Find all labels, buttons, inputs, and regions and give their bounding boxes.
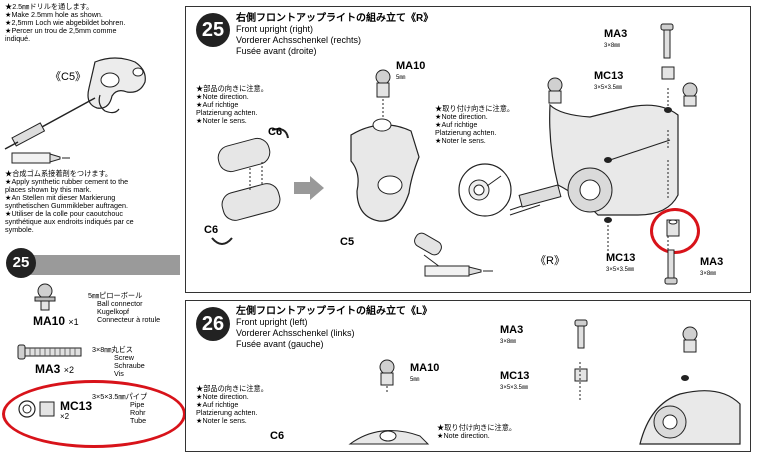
step-25-direction-note: ★部品の向きに注意。 ★Note direction. ★Auf richtig… <box>196 84 268 125</box>
step-26-direction-note: ★部品の向きに注意。 ★Note direction. ★Auf richtig… <box>196 384 268 425</box>
step-25-mount-note: ★取り付け向きに注意。 ★Note direction. ★Auf richti… <box>435 104 515 145</box>
step-26-mc13-pipe-icon <box>574 368 588 382</box>
step-25-c6-bottom-label: C6 <box>204 224 219 236</box>
drill-c5-illustration <box>4 57 146 150</box>
step-25-right-upright-assembly <box>509 77 698 260</box>
step-25-bottom-screw-icon <box>664 249 678 285</box>
step-25-c6-top-label: C6 <box>268 126 283 138</box>
step-26-left-upright-assembly <box>579 326 741 445</box>
step-26-title: 左側フロントアップライトの組み立て《L》 Front upright (left… <box>236 306 433 349</box>
step-25-orientation-detail <box>458 163 512 217</box>
drill-note: ★2.5㎜ドリルを通します。 ★Make 2.5mm hole as shown… <box>5 2 126 43</box>
ball-connector-icon <box>34 283 56 311</box>
step-26-ma3-screw-icon <box>574 319 588 349</box>
step-26-c6-label: C6 <box>270 430 285 442</box>
step-25-cement-tube-icon <box>424 265 493 277</box>
step-25-mc13-top-label: MC13 3×5×3.5㎜ <box>594 70 624 91</box>
cement-tube-icon <box>11 152 70 164</box>
step-25-top-screw-icon <box>660 23 674 59</box>
step-25-ma3-bottom-label: MA3 3×8㎜ <box>700 256 724 277</box>
ma10-part-code: MA10 ×1 <box>33 314 79 328</box>
step-25-c6-clip-assembly <box>211 128 289 245</box>
step-26-mc13-label: MC13 3×5×3.5㎜ <box>500 370 530 391</box>
step-26-ma10-ball-icon <box>379 359 395 394</box>
step-25-top-pipe-icon <box>661 66 675 80</box>
step-25-title: 右側フロントアップライトの組み立て《R》 Front upright (righ… <box>236 13 434 56</box>
step-25-side-label: 《R》 <box>535 255 565 267</box>
step-25-ma3-top-label: MA3 3×8㎜ <box>604 28 628 49</box>
screw-icon <box>17 344 82 360</box>
step-26-ma10-label: MA10 5㎜ <box>410 362 440 383</box>
step-26-upright-partial <box>348 430 430 445</box>
parts-bag-bar <box>14 255 180 275</box>
cement-note: ★合成ゴム系接着剤をつけます。 ★Apply synthetic rubber … <box>5 169 134 234</box>
step-25-pipe-highlight-ring <box>650 208 700 254</box>
ma10-part-desc: 5㎜ピローボール Ball connector Kugelkopf Connec… <box>88 291 161 324</box>
step-25-ma10-label: MA10 5㎜ <box>396 60 426 81</box>
step-26-number: 26 <box>196 307 230 341</box>
step-26-ma3-label: MA3 3×8㎜ <box>500 324 524 345</box>
step-26-mount-note: ★取り付け向きに注意。 ★Note direction. <box>437 423 517 440</box>
c5-part-label: 《C5》 <box>50 71 87 83</box>
step-25-c5-upright <box>350 69 442 268</box>
step-25-number: 25 <box>196 13 230 47</box>
parts-bag-step-number: 25 <box>6 248 36 278</box>
step-25-c5-label: C5 <box>340 236 355 248</box>
ma3-part-desc: 3×8㎜丸ビス Screw Schraube Vis <box>92 345 145 378</box>
step-25-assembly-arrow <box>294 176 324 200</box>
step-25-mc13-bottom-label: MC13 3×5×3.5㎜ <box>606 252 636 273</box>
mc13-highlight-ring <box>2 380 186 448</box>
ma3-part-code: MA3 ×2 <box>35 362 74 376</box>
